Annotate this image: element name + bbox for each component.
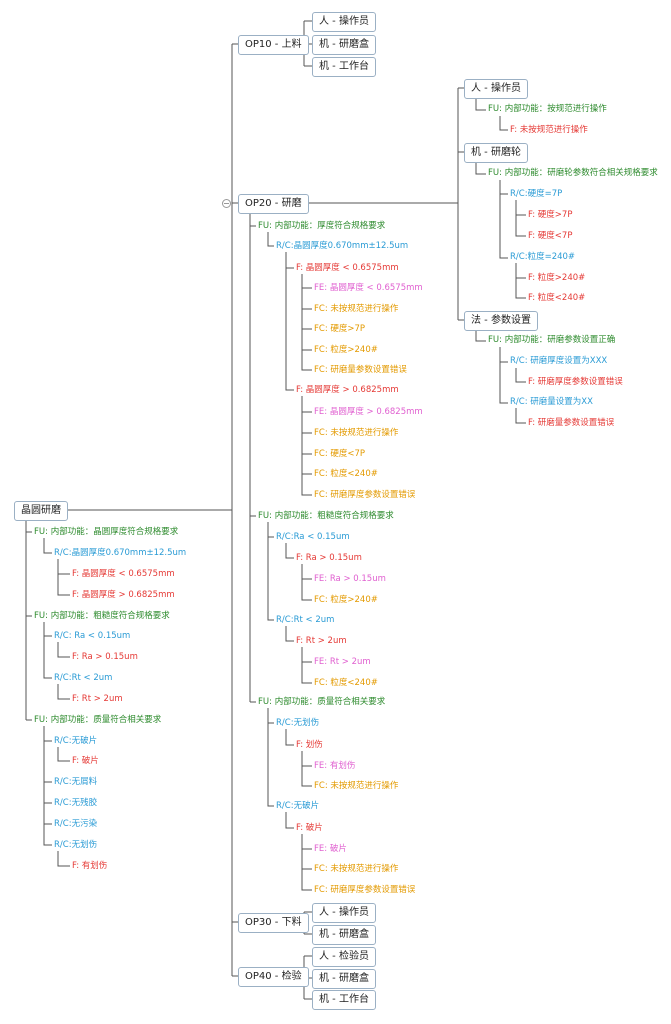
op20-method-rc2: R/C: 研磨量设置为XX xyxy=(510,397,593,407)
op20-f2-fe: FE: 晶圆厚度 > 0.6825mm xyxy=(314,407,423,417)
op20-f1-fc-2: FC: 硬度>7P xyxy=(314,324,366,334)
op20-f3-fe: FE: Ra > 0.15um xyxy=(314,574,386,584)
op20-fu2: FU: 内部功能：粗糙度符合规格要求 xyxy=(258,511,394,521)
op20-method-fu: FU: 内部功能：研磨参数设置正确 xyxy=(488,335,616,345)
op20-f2-fc-2: FC: 硬度<7P xyxy=(314,449,366,459)
left-rc8: R/C:无划伤 xyxy=(54,840,98,850)
op20-f2-fc-3: FC: 粒度<240# xyxy=(314,469,378,479)
op30-item-1[interactable]: 人 - 操作员 xyxy=(312,903,376,923)
op20-f1-fc-4: FC: 研磨量参数设置错误 xyxy=(314,365,407,375)
op10-node[interactable]: OP10 - 上料 xyxy=(238,35,309,55)
op20-rc1: R/C:晶圆厚度0.670mm±12.5um xyxy=(276,241,409,251)
op20-rc2: R/C:Ra < 0.15um xyxy=(276,532,350,542)
op20-f4-fc: FC: 粒度<240# xyxy=(314,678,378,688)
op20-f6-fc-2: FC: 研磨厚度参数设置错误 xyxy=(314,885,416,895)
op20-fu1: FU: 内部功能：厚度符合规格要求 xyxy=(258,221,386,231)
op30-item-2[interactable]: 机 - 研磨盒 xyxy=(312,925,376,945)
op20-method-f2: F: 研磨量参数设置错误 xyxy=(528,418,615,428)
root-node[interactable]: 晶圆研磨 xyxy=(14,501,68,521)
op20-machine-rc2: R/C:粒度=240# xyxy=(510,252,576,262)
op20-rc3: R/C:Rt < 2um xyxy=(276,615,335,625)
op20-fu3: FU: 内部功能：质量符合相关要求 xyxy=(258,697,386,707)
op20-f5-fe: FE: 有划伤 xyxy=(314,761,356,771)
op20-machine-f2a: F: 粒度>240# xyxy=(528,273,586,283)
left-f4: F: Rt > 2um xyxy=(72,694,123,704)
op20-f5-fc: FC: 未按规范进行操作 xyxy=(314,781,399,791)
op20-method-f1: F: 研磨厚度参数设置错误 xyxy=(528,377,623,387)
op20-person-fu: FU: 内部功能：按规范进行操作 xyxy=(488,104,607,114)
op20-machine-f1b: F: 硬度<7P xyxy=(528,231,573,241)
op20-f1: F: 晶圆厚度 < 0.6575mm xyxy=(296,263,399,273)
op20-f4-fe: FE: Rt > 2um xyxy=(314,657,371,667)
left-rc7: R/C:无污染 xyxy=(54,819,98,829)
op20-person-node[interactable]: 人 - 操作员 xyxy=(464,79,528,99)
op10-item-2[interactable]: 机 - 研磨盒 xyxy=(312,35,376,55)
op20-f6-fc-1: FC: 未按规范进行操作 xyxy=(314,864,399,874)
op20-machine-node[interactable]: 机 - 研磨轮 xyxy=(464,143,528,163)
op40-item-1[interactable]: 人 - 检验员 xyxy=(312,947,376,967)
left-rc5: R/C:无屑料 xyxy=(54,777,98,787)
op20-f6-fe: FE: 破片 xyxy=(314,844,347,854)
left-rc2: R/C: Ra < 0.15um xyxy=(54,631,131,641)
op20-rc4: R/C:无划伤 xyxy=(276,718,320,728)
op20-f3: F: Ra > 0.15um xyxy=(296,553,362,563)
op20-person-f: F: 未按规范进行操作 xyxy=(510,125,588,135)
op20-f4: F: Rt > 2um xyxy=(296,636,347,646)
op10-item-1[interactable]: 人 - 操作员 xyxy=(312,12,376,32)
op40-item-3[interactable]: 机 - 工作台 xyxy=(312,990,376,1010)
left-fu1: FU: 内部功能：晶圆厚度符合规格要求 xyxy=(34,527,179,537)
op20-machine-rc1: R/C:硬度=7P xyxy=(510,189,563,199)
op30-node[interactable]: OP30 - 下料 xyxy=(238,913,309,933)
op20-rc5: R/C:无破片 xyxy=(276,801,320,811)
left-fu3: FU: 内部功能：质量符合相关要求 xyxy=(34,715,162,725)
op20-f1-fc-1: FC: 未按规范进行操作 xyxy=(314,304,399,314)
op10-item-3[interactable]: 机 - 工作台 xyxy=(312,57,376,77)
op20-f2-fc-4: FC: 研磨厚度参数设置错误 xyxy=(314,490,416,500)
op20-method-rc1: R/C: 研磨厚度设置为XXX xyxy=(510,356,608,366)
left-f3: F: Ra > 0.15um xyxy=(72,652,138,662)
left-f2: F: 晶圆厚度 > 0.6825mm xyxy=(72,590,175,600)
op20-node[interactable]: OP20 - 研磨 xyxy=(238,194,309,214)
left-rc6: R/C:无残胶 xyxy=(54,798,98,808)
left-rc3: R/C:Rt < 2um xyxy=(54,673,113,683)
op20-machine-f1a: F: 硬度>7P xyxy=(528,210,573,220)
op20-f3-fc: FC: 粒度>240# xyxy=(314,595,378,605)
left-rc4: R/C:无破片 xyxy=(54,736,98,746)
left-fu2: FU: 内部功能：粗糙度符合规格要求 xyxy=(34,611,170,621)
op20-f2: F: 晶圆厚度 > 0.6825mm xyxy=(296,385,399,395)
op40-node[interactable]: OP40 - 检验 xyxy=(238,967,309,987)
op20-f6: F: 破片 xyxy=(296,823,323,833)
collapse-icon[interactable] xyxy=(222,199,231,208)
op20-machine-f2b: F: 粒度<240# xyxy=(528,293,586,303)
left-f5: F: 破片 xyxy=(72,756,99,766)
op40-item-2[interactable]: 机 - 研磨盒 xyxy=(312,969,376,989)
left-f6: F: 有划伤 xyxy=(72,861,108,871)
op20-machine-fu: FU: 内部功能：研磨轮参数符合相关规格要求 xyxy=(488,168,658,178)
op20-f1-fe: FE: 晶圆厚度 < 0.6575mm xyxy=(314,283,423,293)
op20-method-node[interactable]: 法 - 参数设置 xyxy=(464,311,538,331)
op20-f2-fc-1: FC: 未按规范进行操作 xyxy=(314,428,399,438)
left-rc1: R/C:晶圆厚度0.670mm±12.5um xyxy=(54,548,187,558)
op20-f5: F: 划伤 xyxy=(296,740,323,750)
op20-f1-fc-3: FC: 粒度>240# xyxy=(314,345,378,355)
left-f1: F: 晶圆厚度 < 0.6575mm xyxy=(72,569,175,579)
